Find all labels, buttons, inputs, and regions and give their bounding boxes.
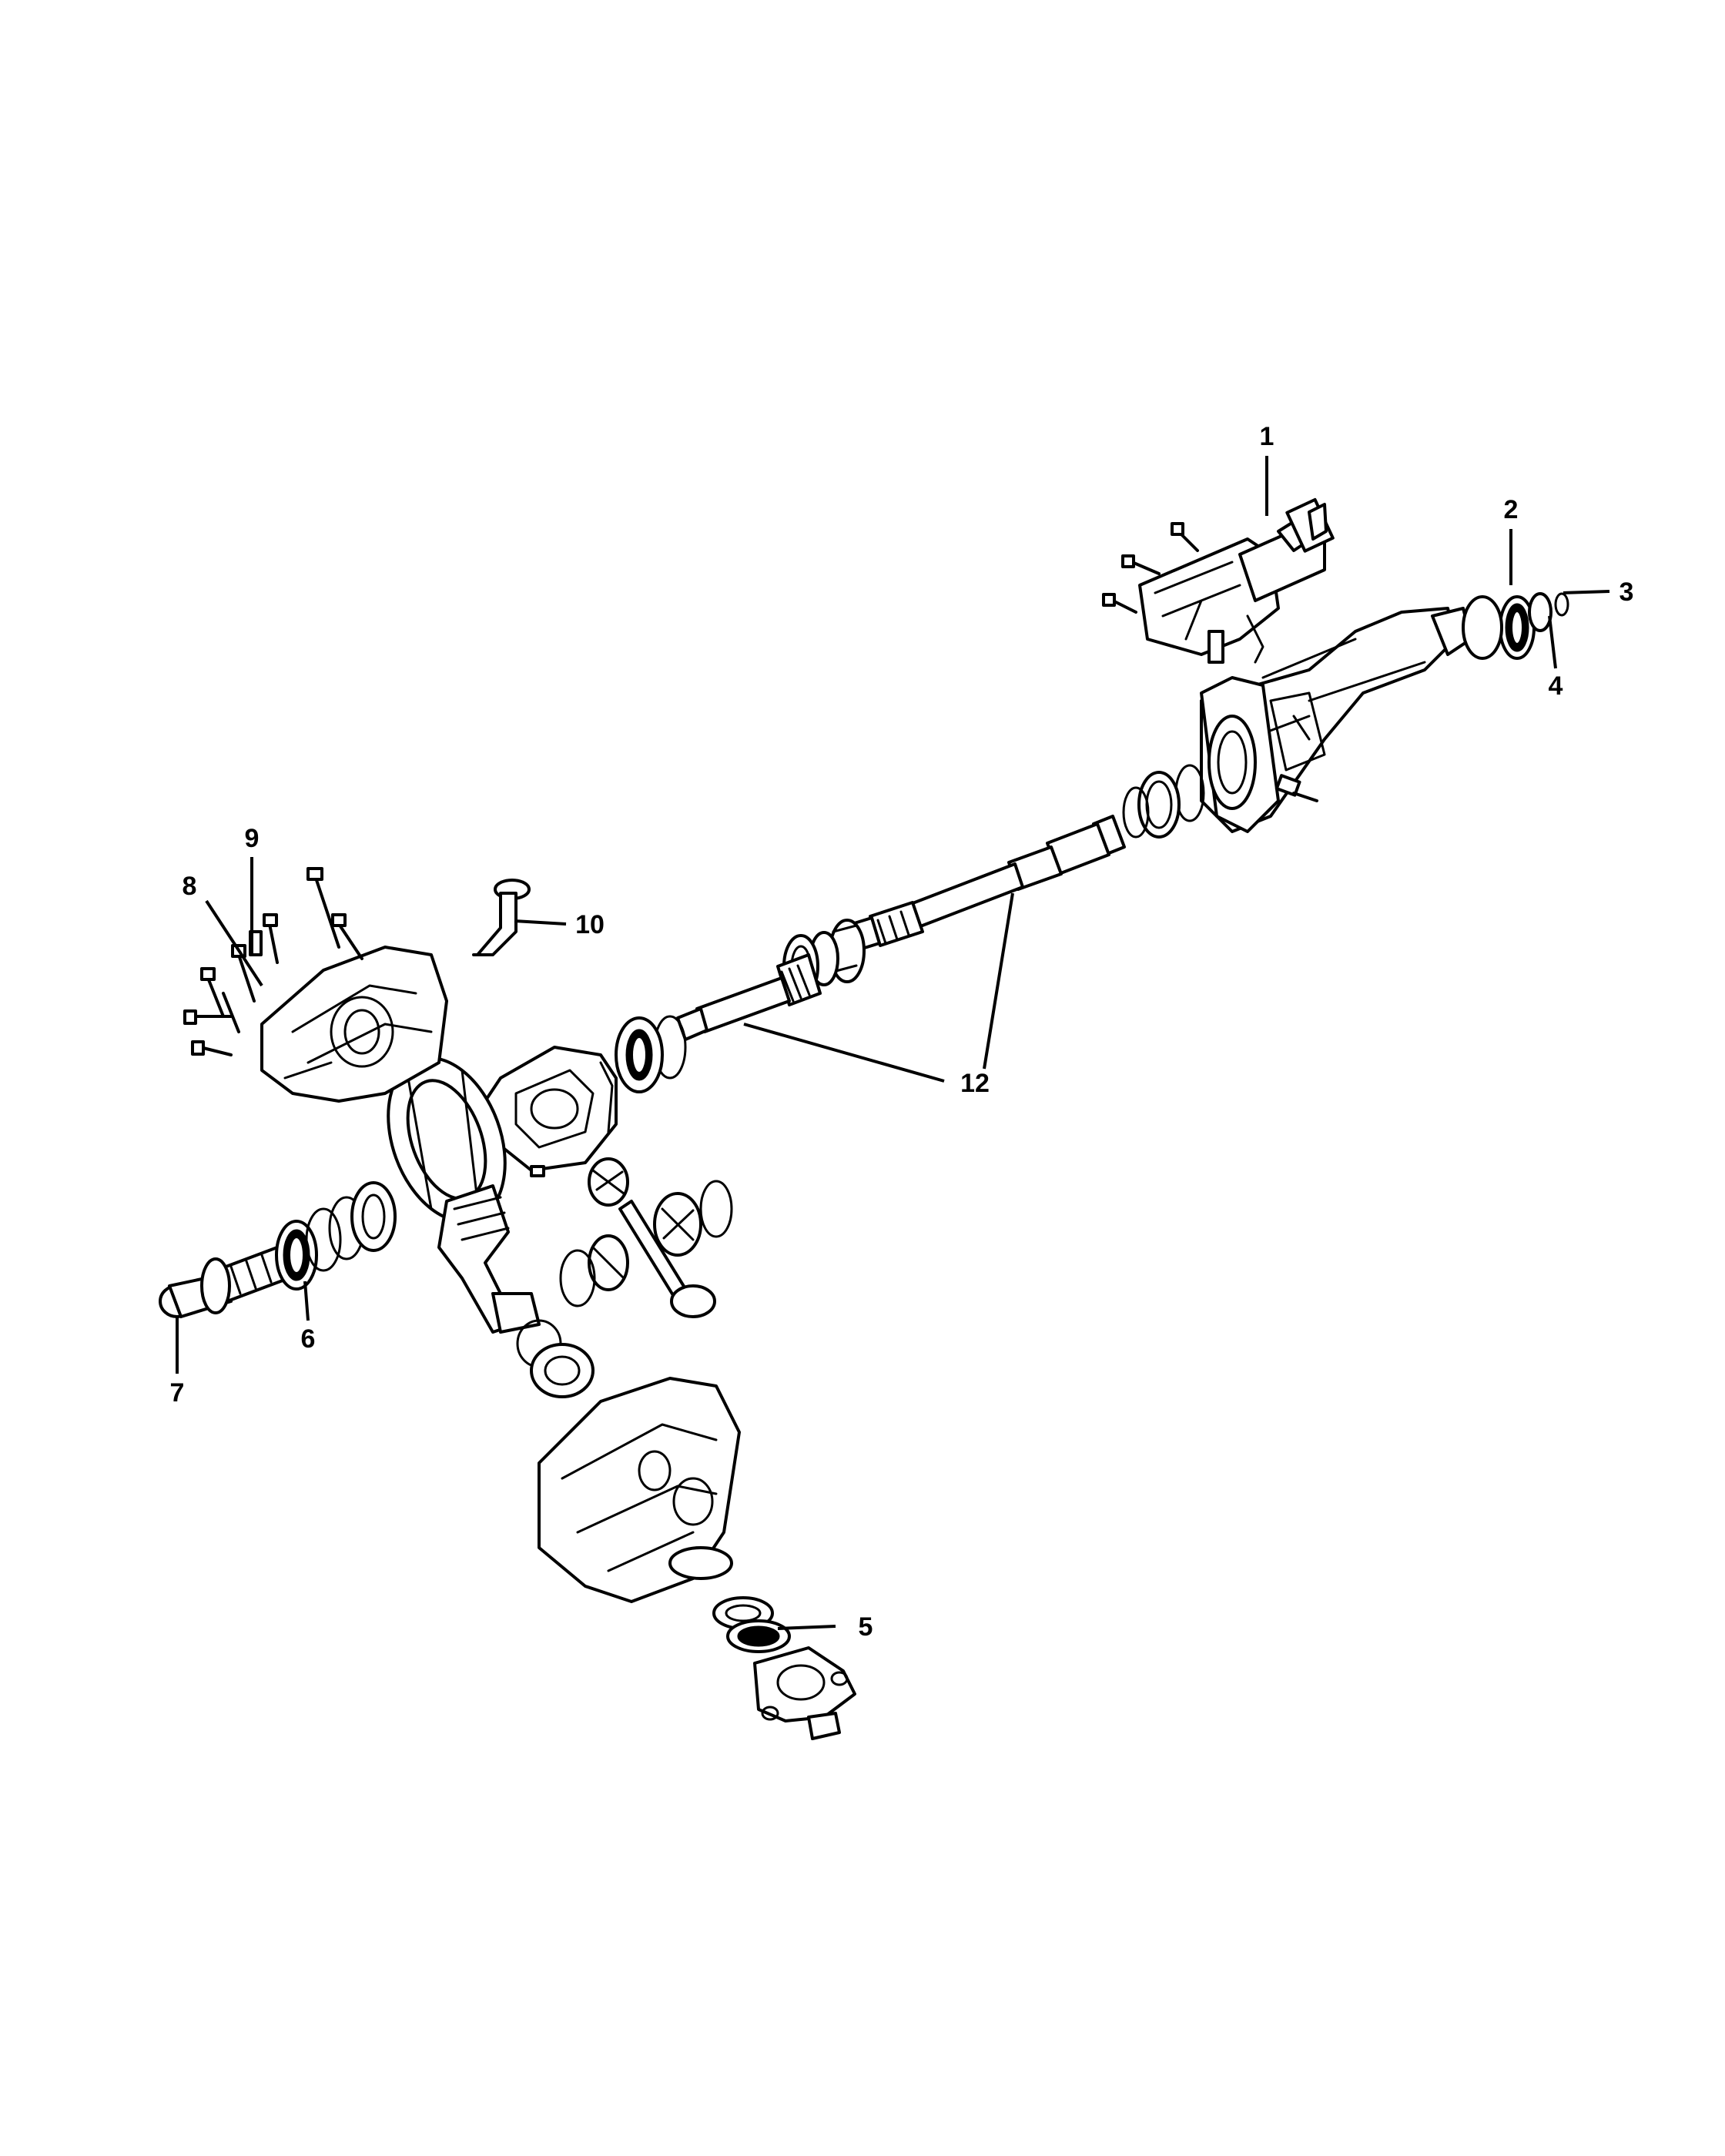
callout-12: 12 [960, 1069, 990, 1098]
callout-labels: 1 2 3 4 5 6 7 8 9 10 12 [170, 422, 1634, 1642]
callout-9: 9 [245, 824, 260, 853]
callout-3: 3 [1619, 578, 1634, 607]
left-stub-shaft [159, 1246, 290, 1318]
callout-5: 5 [859, 1612, 873, 1642]
seal-and-washers [1499, 592, 1569, 660]
vent-hose [472, 879, 531, 956]
callout-6: 6 [301, 1324, 316, 1354]
lower-bearing [516, 1319, 595, 1398]
differential-spider-gears [559, 1157, 733, 1318]
callout-10: 10 [575, 910, 605, 939]
differential-bearing-right [615, 1015, 687, 1093]
actuator-assembly [1102, 497, 1335, 664]
actuator-bolts [1102, 522, 1199, 614]
callout-7: 7 [170, 1378, 185, 1408]
pinion-seal-and-flange [712, 1596, 856, 1740]
callout-2: 2 [1504, 495, 1519, 524]
callout-1: 1 [1260, 422, 1274, 451]
right-axle-tube-housing [1200, 595, 1503, 833]
intermediate-shaft-lower [676, 953, 822, 1041]
right-shaft-seals [1122, 764, 1205, 839]
left-seals-rings [275, 1181, 397, 1291]
pinion-gear [437, 1184, 541, 1334]
left-housing-cover [183, 867, 448, 1103]
ring-gear [387, 1056, 507, 1224]
callout-8: 8 [183, 872, 197, 901]
cover-bolts [183, 867, 363, 1056]
callout-4: 4 [1549, 671, 1563, 701]
lower-differential-housing [538, 1377, 741, 1603]
leader-lines [176, 456, 1610, 1630]
intermediate-shaft-upper [838, 815, 1126, 955]
